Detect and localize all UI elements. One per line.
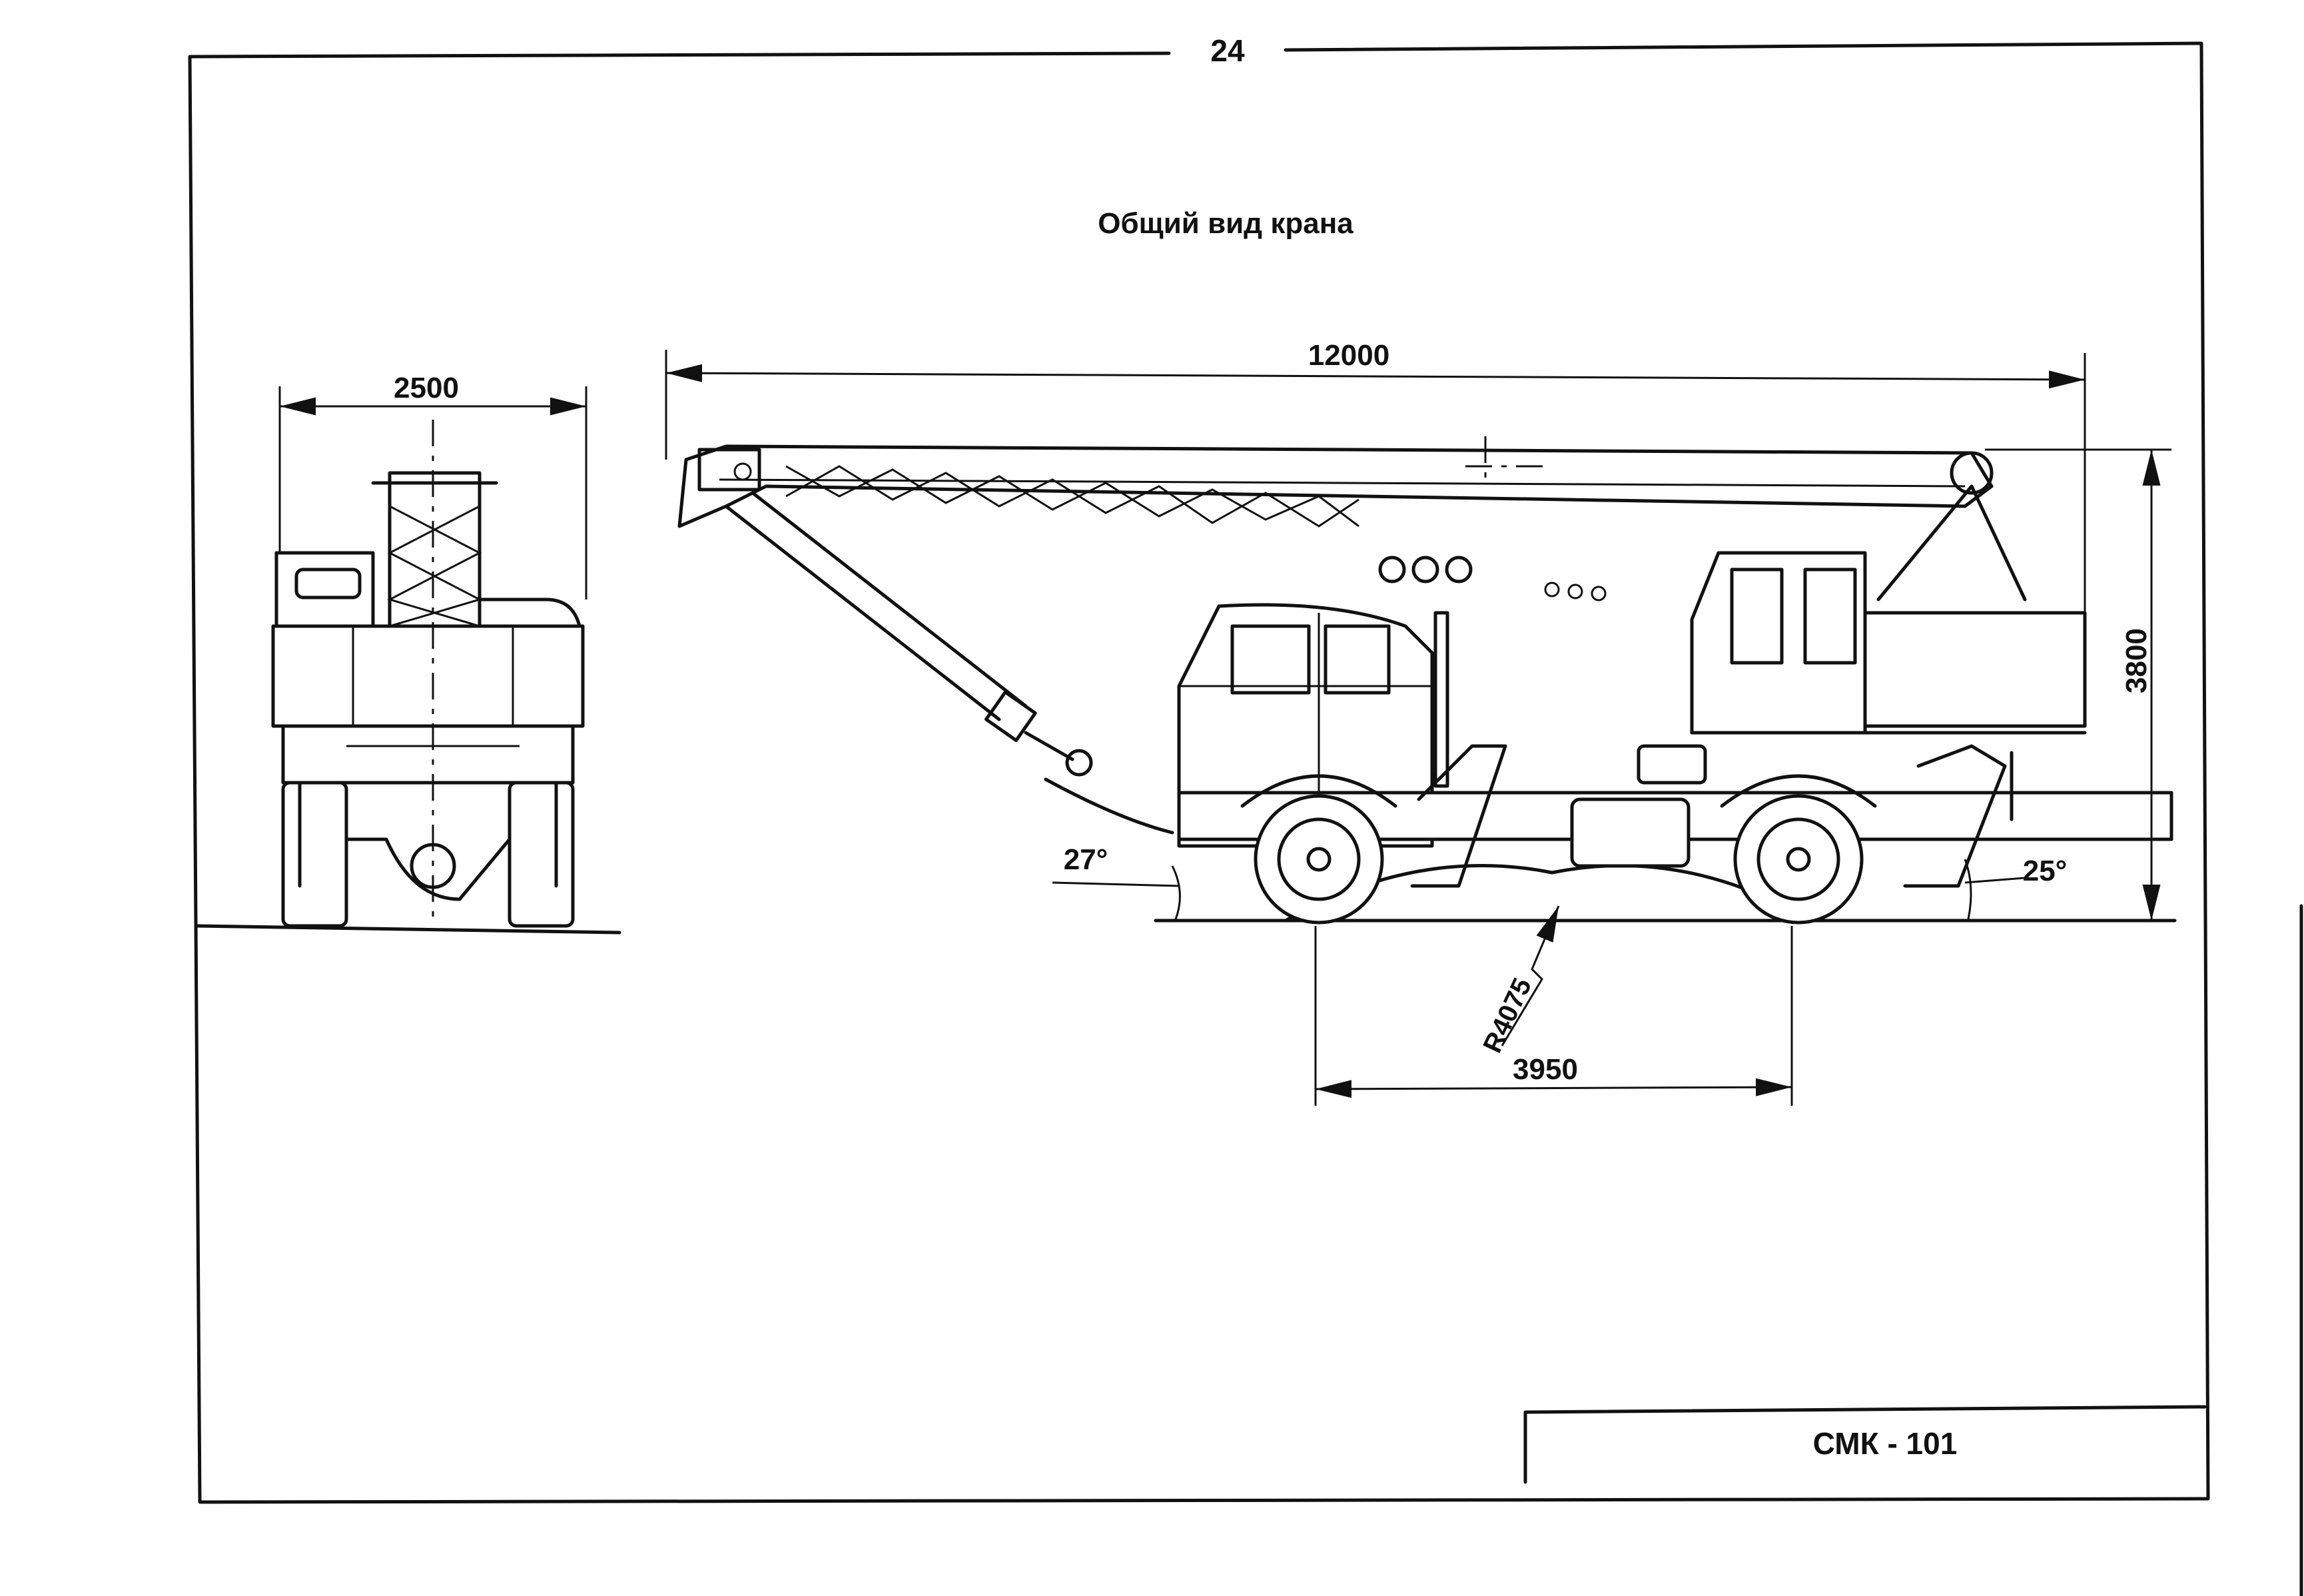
crane-front-view (194, 420, 621, 935)
dimension-height: 3800 (1985, 448, 2171, 921)
model-label: СМК - 101 (1813, 1426, 1958, 1461)
crane-side-view (677, 436, 2177, 925)
rear-angle-label: 25° (2023, 855, 2068, 887)
dimension-overall-length: 12000 (665, 339, 2086, 613)
page-number: 24 (1210, 33, 1245, 68)
overall-length-label: 12000 (1308, 339, 1389, 372)
height-label: 3800 (2120, 628, 2153, 693)
wheelbase-label: 3950 (1513, 1053, 1578, 1086)
front-width-label: 2500 (394, 372, 459, 404)
dimension-front-width: 2500 (278, 372, 587, 599)
radius-label: R4075 (1477, 974, 1537, 1057)
front-angle-label: 27° (1064, 843, 1108, 876)
dimension-rear-angle: 25° (1964, 855, 2068, 920)
drawing-title: Общий вид крана (1098, 207, 1353, 240)
sheet-frame (188, 41, 2210, 1504)
dimension-radius: R4075 (1477, 905, 1560, 1057)
dimension-wheelbase: 3950 (1314, 926, 1793, 1106)
title-block: СМК - 101 (1523, 1405, 2207, 1484)
dimension-front-angle: 27° (1052, 843, 1181, 920)
